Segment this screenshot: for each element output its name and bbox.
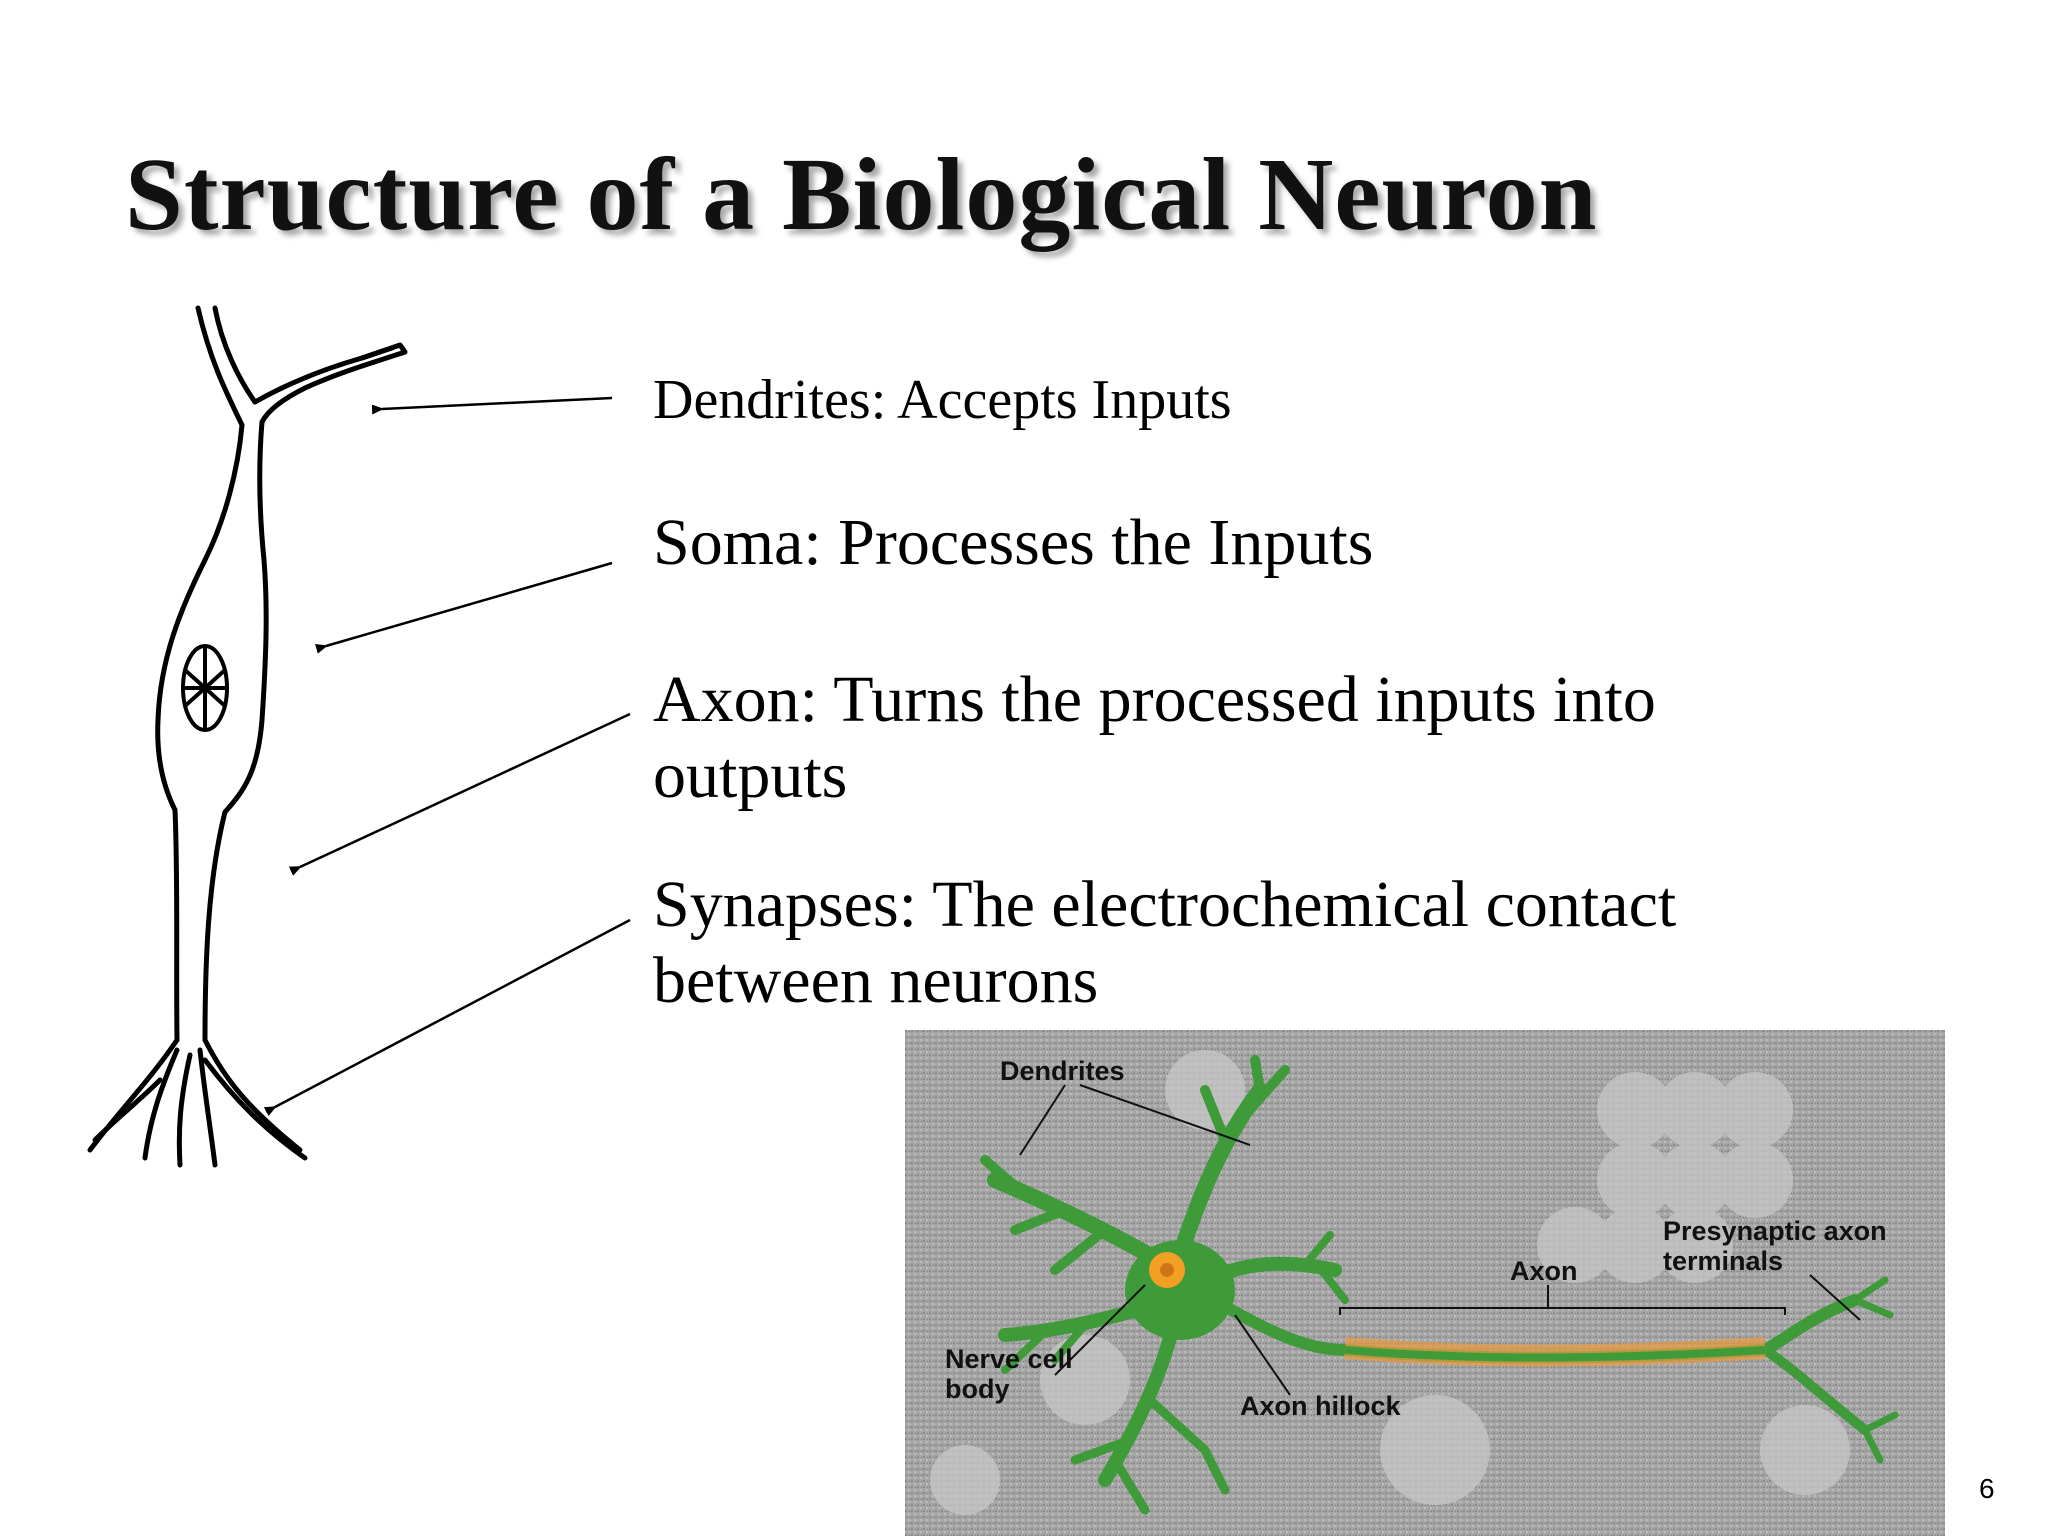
illus-label-dendrites: Dendrites xyxy=(1000,1056,1125,1086)
sketch-terminal-2 xyxy=(142,1047,180,1161)
label-axon-line-1: Axon: Turns the processed inputs into xyxy=(653,663,1656,736)
illus-label-presynaptic-2: terminals xyxy=(1663,1246,1783,1276)
sketch-terminal-6 xyxy=(202,1057,308,1161)
sketch-soma-left xyxy=(155,422,245,813)
sketch-dendrite-left xyxy=(195,305,245,428)
label-soma: Soma: Processes the Inputs xyxy=(653,506,1374,579)
neuron-illustration: Dendrites Nerve cell body Axon hillock A… xyxy=(905,1030,1945,1536)
label-synapses-line-2: between neurons xyxy=(653,944,1099,1017)
illus-soma xyxy=(1125,1240,1235,1340)
sketch-axon-right xyxy=(202,809,228,1043)
illus-label-nerve-cell-1: Nerve cell xyxy=(945,1344,1073,1374)
illus-label-nerve-cell-2: body xyxy=(945,1374,1010,1404)
label-axon-line-2: outputs xyxy=(653,739,848,812)
arrow-synapses xyxy=(263,918,631,1117)
sketch-axon-left xyxy=(172,807,180,1043)
sketch-terminal-4 xyxy=(197,1047,218,1168)
arrow-soma xyxy=(315,561,613,654)
illus-label-axon: Axon xyxy=(1510,1256,1578,1286)
sketch-terminal-5 xyxy=(202,1037,303,1153)
label-synapses-line-1: Synapses: The electrochemical contact xyxy=(653,868,1677,941)
sketch-soma-right xyxy=(222,419,269,815)
label-axon: Axon: Turns the processed inputs into ou… xyxy=(653,662,1656,814)
sketch-nucleus xyxy=(181,644,229,732)
illus-label-axon-hillock: Axon hillock xyxy=(1240,1391,1402,1421)
slide-title: Structure of a Biological Neuron xyxy=(125,137,1598,252)
arrow-axon xyxy=(288,712,631,876)
label-dendrites: Dendrites: Accepts Inputs xyxy=(653,369,1232,431)
sketch-terminal-3 xyxy=(176,1052,193,1168)
illus-label-presynaptic-1: Presynaptic axon xyxy=(1663,1216,1887,1246)
sketch-dendrite-right xyxy=(252,342,408,425)
page-number: 6 xyxy=(1979,1473,1995,1504)
label-synapses: Synapses: The electrochemical contact be… xyxy=(653,867,1676,1019)
sketch-dendrite-left-inner xyxy=(212,305,258,405)
arrow-dendrites xyxy=(371,396,613,415)
